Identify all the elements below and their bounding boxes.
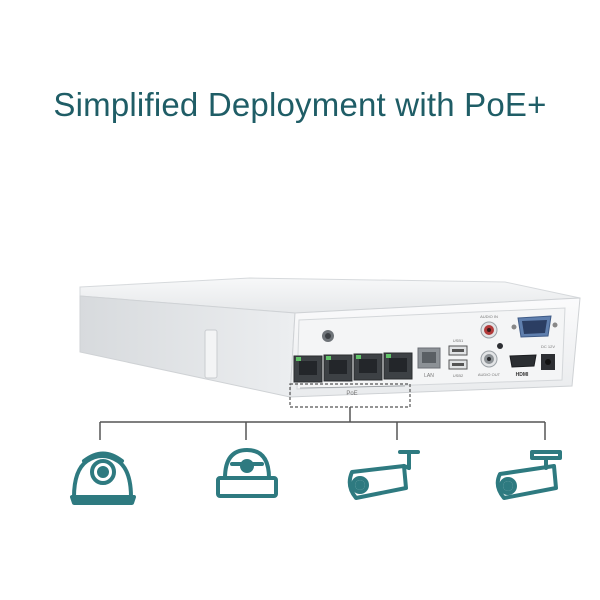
lan-port: LAN — [417, 347, 441, 379]
audio-out-label: AUDIO OUT — [478, 372, 501, 377]
poe-ports: PoE — [293, 352, 413, 397]
poe-port-3 — [353, 353, 383, 381]
turret-camera-icon — [70, 451, 136, 505]
power-label: DC 12V — [541, 344, 555, 349]
power-jack: DC 12V — [541, 344, 555, 370]
poe-port-1 — [293, 355, 323, 383]
audio-in-jack: AUDIO IN — [480, 314, 503, 349]
bullet-camera-icon — [347, 450, 420, 500]
audio-in-label: AUDIO IN — [480, 314, 498, 319]
headline: Simplified Deployment with PoE+ — [53, 86, 547, 123]
bullet-camera-icon-2 — [495, 450, 562, 500]
audio-out-jack: AUDIO OUT — [478, 350, 501, 377]
poe-port-2 — [323, 354, 353, 382]
hdmi-port: HDMI — [509, 354, 537, 378]
device-left-side — [79, 295, 296, 398]
nvr-device: PoE LAN USB1 USB2 AUDIO IN — [79, 277, 581, 398]
poe-label: PoE — [346, 391, 357, 397]
side-vent — [204, 329, 218, 379]
usb-ports: USB1 USB2 — [448, 338, 468, 378]
lan-label: LAN — [424, 373, 434, 379]
dome-camera-icon — [216, 448, 278, 498]
poe-port-4 — [383, 352, 413, 380]
connector-lines — [99, 407, 546, 440]
svg-text:HDMI: HDMI — [516, 372, 529, 378]
vga-port — [511, 315, 558, 338]
usb1-label: USB1 — [453, 338, 464, 343]
usb2-label: USB2 — [453, 373, 464, 378]
